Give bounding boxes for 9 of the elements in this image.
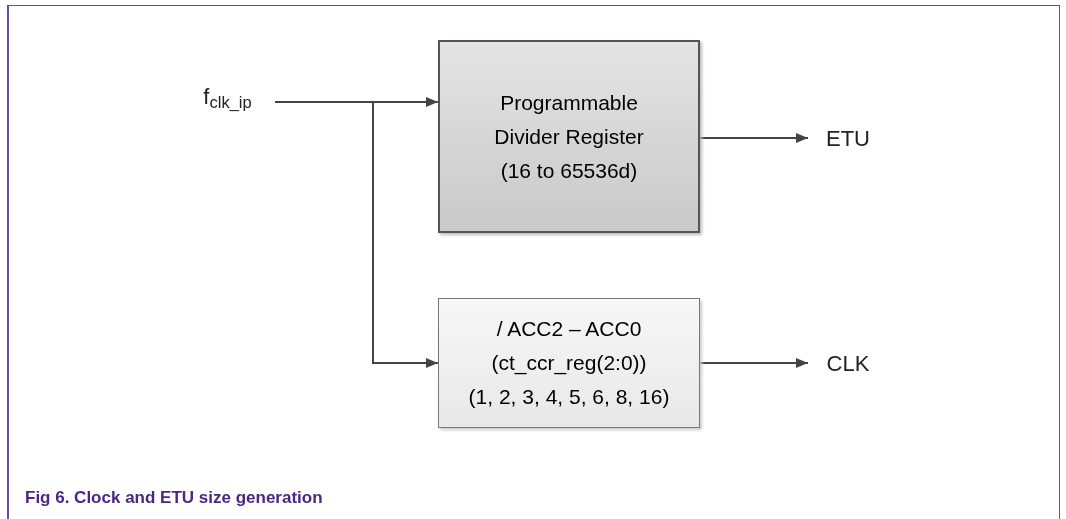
figure-caption: Fig 6. Clock and ETU size generation [25,487,323,509]
signal-label: f$_{clk_ip}$ [185,80,270,120]
arrow [699,133,809,143]
signal-label: ETU [808,118,888,158]
arrow [699,358,809,368]
signal-label: CLK [808,343,888,383]
process-box: / ACC2 – ACC0 (ct_ccr_reg(2:0)) (1, 2, 3, 4, 5, 6, 8, 16) [438,298,700,428]
arrow [274,101,439,368]
process-box: Programmable Divider Register (16 to 65536d) [438,40,700,233]
